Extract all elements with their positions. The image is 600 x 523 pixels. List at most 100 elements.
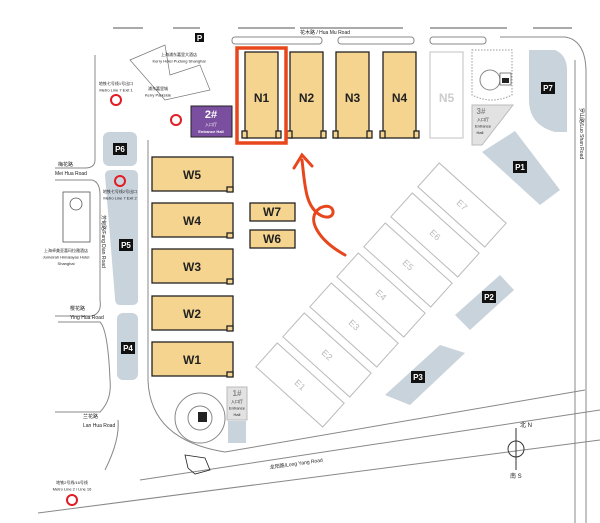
entrance-hall-3[interactable]: 3# 入口厅 Entrance Hall — [471, 104, 515, 146]
hall-e2[interactable]: E2 — [282, 312, 372, 398]
road-label-ying-hua-cn: 樱花路 — [70, 305, 85, 312]
svg-text:Entrance Hall: Entrance Hall — [198, 129, 224, 134]
landmark-kerry-parkside-cn: 浦东嘉里城 — [148, 85, 168, 91]
svg-text:P2: P2 — [484, 293, 494, 302]
entrance-hall-1[interactable]: 1# 入口厅 Entrance Hall — [226, 386, 248, 421]
svg-text:W5: W5 — [183, 168, 201, 182]
hall-n2[interactable]: N2 — [286, 51, 327, 139]
west-halls: W1 W2 W3 W4 W5 — [151, 156, 234, 378]
svg-text:P3: P3 — [413, 373, 423, 382]
hall-e1[interactable]: E1 — [255, 342, 345, 428]
metro-icon — [114, 175, 126, 187]
parking-icon-top: P — [195, 33, 204, 43]
svg-text:入口厅: 入口厅 — [205, 122, 217, 127]
svg-text:W3: W3 — [183, 260, 201, 274]
parking-p7[interactable]: P7 — [541, 82, 555, 94]
svg-text:入口厅: 入口厅 — [477, 117, 489, 122]
metro-icon — [66, 494, 78, 506]
svg-text:Metro Line 7 Exit 2: Metro Line 7 Exit 2 — [103, 196, 137, 201]
hall-w4[interactable]: W4 — [151, 202, 234, 239]
svg-text:地铁2号线/16号线: 地铁2号线/16号线 — [56, 479, 88, 485]
metro-icon — [170, 114, 182, 126]
svg-text:地铁七号线1号出口: 地铁七号线1号出口 — [99, 80, 133, 86]
hall-n4[interactable]: N4 — [379, 51, 420, 139]
svg-text:1#: 1# — [233, 389, 242, 398]
metro-line-2: 地铁2号线/16号线 Metro Line 2 / Line 16 — [53, 479, 92, 506]
landmark-kerry-hotel: Kerry Hotel Pudong Shanghai — [153, 59, 206, 64]
hall-n5[interactable]: N5 — [429, 51, 464, 139]
parking-p3[interactable]: P3 — [411, 371, 425, 383]
entrance-hall-2[interactable]: 2# 入口厅 Entrance Hall — [190, 105, 233, 138]
svg-text:P: P — [197, 34, 203, 43]
metro-icon — [110, 94, 122, 106]
road-label-mei-hua-cn: 梅花路 — [58, 161, 73, 168]
parking-p2[interactable]: P2 — [482, 291, 496, 303]
parking-p6[interactable]: P6 — [113, 143, 127, 155]
svg-text:Entrance: Entrance — [229, 406, 246, 411]
middle-halls: W6 W7 — [249, 202, 296, 249]
road-label-fang-dian: 芳甸路/Fang Dian Road — [100, 215, 107, 268]
metro-exit-1: 地铁七号线1号出口 Metro Line 7 Exit 1 — [99, 80, 182, 126]
taxi-icon — [198, 412, 207, 422]
highlight-box-n1 — [235, 46, 288, 145]
road-label-ying-hua: Ying Hua Road — [70, 315, 104, 321]
landmark-jumeirah-cn: 上海卓美亚喜玛拉雅酒店 — [44, 247, 88, 253]
svg-text:南 S: 南 S — [510, 472, 522, 480]
svg-text:Metro Line 7 Exit 1: Metro Line 7 Exit 1 — [99, 88, 133, 93]
svg-text:W1: W1 — [183, 353, 201, 367]
hall-e6[interactable]: E6 — [390, 192, 480, 278]
svg-text:地铁七号线2号出口: 地铁七号线2号出口 — [103, 188, 137, 194]
landmark-jumeirah: Jumeirah Himalayas Hotel — [43, 255, 90, 260]
roads — [37, 27, 600, 523]
svg-text:Hall: Hall — [477, 130, 484, 135]
road-label-hua-mu: 花木路 / Hua Mu Road — [300, 29, 350, 36]
svg-text:W6: W6 — [263, 232, 281, 246]
landmark-jumeirah-2: Shanghai — [58, 261, 75, 266]
hall-e5[interactable]: E5 — [363, 222, 453, 308]
svg-text:P7: P7 — [543, 84, 553, 93]
parking-p4[interactable]: P4 — [121, 342, 135, 354]
svg-text:P6: P6 — [115, 145, 125, 154]
hall-w6[interactable]: W6 — [249, 229, 296, 249]
svg-text:Hall: Hall — [234, 412, 241, 417]
landmark-kerry-hotel-cn: 上海浦东嘉里大酒店 — [161, 51, 197, 57]
metro-exit-2: 地铁七号线2号出口 Metro Line 7 Exit 2 — [103, 175, 137, 201]
hall-e4[interactable]: E4 — [336, 252, 426, 338]
landmark-kerry-parkside: Kerry Parkside — [145, 93, 172, 98]
road-label-lan-hua-cn: 兰花路 — [83, 413, 98, 420]
hall-w3[interactable]: W3 — [151, 248, 234, 285]
svg-text:北 N: 北 N — [520, 421, 532, 429]
hall-w1[interactable]: W1 — [151, 341, 234, 378]
north-halls: N1 N2 N3 N4 N5 — [241, 51, 464, 139]
parking-p5[interactable]: P5 — [119, 239, 133, 251]
svg-text:N1: N1 — [254, 91, 270, 105]
direction-arrow — [292, 152, 347, 257]
hall-w5[interactable]: W5 — [151, 156, 234, 193]
svg-text:N5: N5 — [439, 91, 455, 105]
svg-text:W7: W7 — [263, 205, 281, 219]
compass: 北 N 南 S — [507, 421, 532, 480]
hall-w2[interactable]: W2 — [151, 295, 234, 332]
hall-e7[interactable]: E7 — [417, 162, 507, 248]
road-label-lan-hua: Lan Hua Road — [83, 423, 115, 429]
svg-text:P5: P5 — [121, 241, 131, 250]
hall-w7[interactable]: W7 — [249, 202, 296, 222]
svg-text:入口厅: 入口厅 — [231, 399, 243, 404]
svg-text:2#: 2# — [205, 109, 217, 121]
svg-text:N3: N3 — [345, 91, 361, 105]
parking-p1[interactable]: P1 — [513, 161, 527, 173]
hall-e3[interactable]: E3 — [309, 282, 399, 368]
svg-text:N2: N2 — [299, 91, 315, 105]
svg-text:3#: 3# — [477, 107, 486, 116]
svg-text:P4: P4 — [123, 344, 133, 353]
svg-text:P1: P1 — [515, 163, 525, 172]
svg-text:N4: N4 — [392, 91, 408, 105]
hall-n1[interactable]: N1 — [241, 51, 282, 139]
road-label-mei-hua: Mei Hua Road — [55, 171, 87, 177]
hall-n3[interactable]: N3 — [332, 51, 373, 139]
svg-text:W2: W2 — [183, 307, 201, 321]
svg-text:W4: W4 — [183, 214, 201, 228]
svg-text:Entrance: Entrance — [475, 124, 492, 129]
